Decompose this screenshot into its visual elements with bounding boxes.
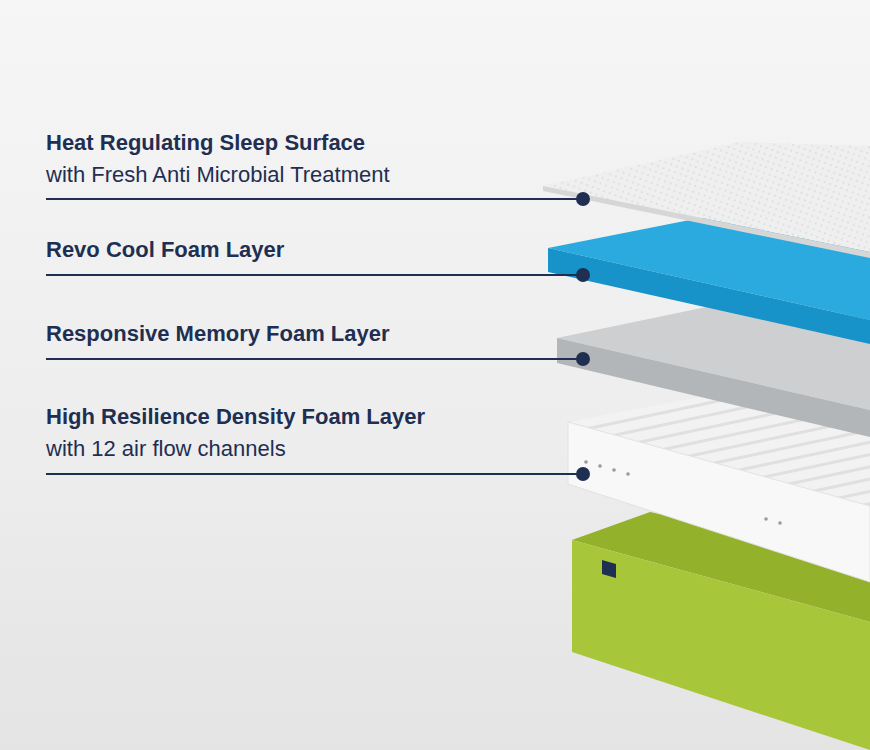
layer-name: High Resilience Density Foam Layer [46,404,425,430]
layer-note: with Fresh Anti Microbial Treatment [46,162,390,188]
cool-front [548,248,870,344]
leader-lines [46,199,583,474]
logo-tag [602,560,616,578]
layer-note: with 12 air flow channels [46,436,286,462]
sheet-edge [543,186,870,258]
layer-name: Heat Regulating Sleep Surface [46,130,365,156]
air-channels [584,460,782,525]
foam-front [568,422,870,582]
leader-dots [576,192,590,481]
base-front [572,540,870,750]
layer-name: Revo Cool Foam Layer [46,237,284,263]
layer-name: Responsive Memory Foam Layer [46,321,390,347]
memory-front [557,338,870,437]
